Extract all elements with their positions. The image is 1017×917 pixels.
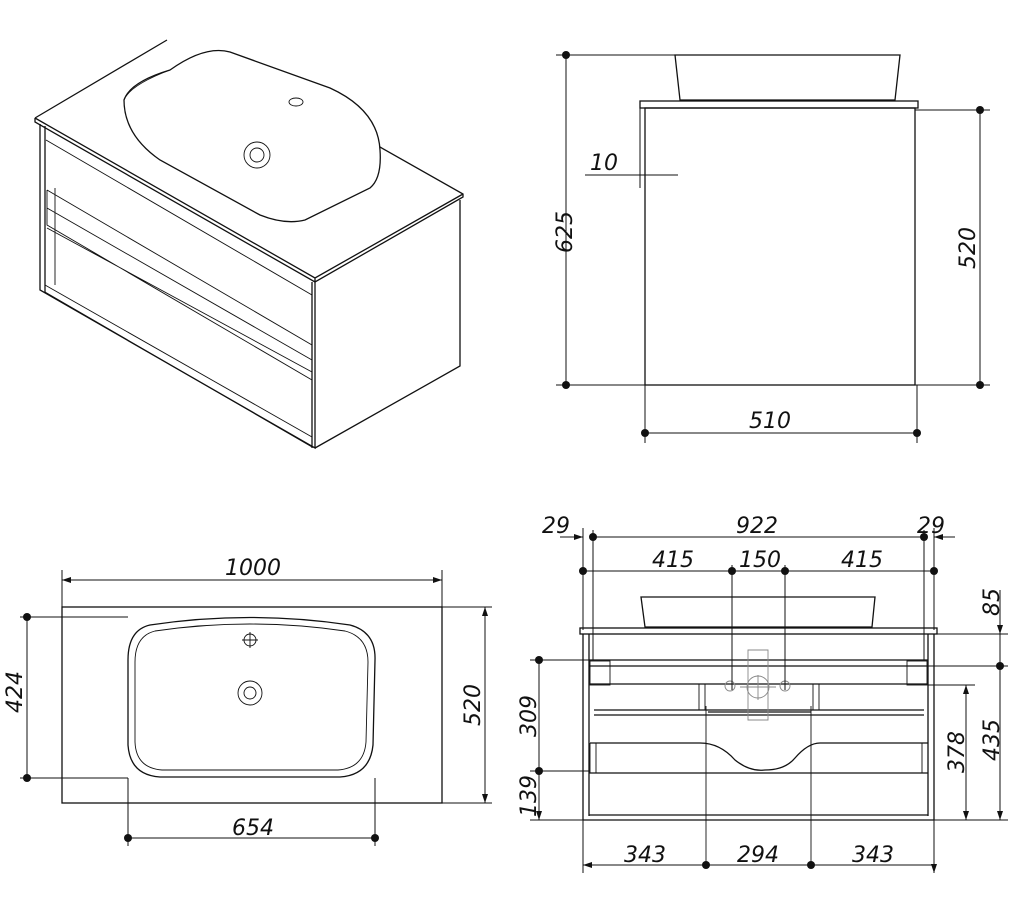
countertop-side bbox=[639, 100, 919, 109]
cabinet-body bbox=[39, 124, 461, 450]
drawer-lines bbox=[44, 139, 313, 448]
dim-basin-width: 654 bbox=[232, 816, 274, 841]
dim-top-depth: 520 bbox=[461, 684, 486, 726]
dim-mount-left: 415 bbox=[652, 548, 694, 573]
front-view: 29 922 29 415 150 415 85 435 378 309 139… bbox=[517, 514, 1008, 873]
dim-rail-to-bottom: 378 bbox=[945, 731, 970, 773]
dim-width: 1000 bbox=[225, 556, 281, 581]
drain-inner-icon bbox=[243, 686, 257, 700]
dim-mount-center: 150 bbox=[739, 548, 781, 573]
basin-top-outline bbox=[127, 616, 376, 778]
countertop-top bbox=[61, 606, 443, 804]
dim-mount-right: 415 bbox=[841, 548, 883, 573]
dim-cabinet-height: 520 bbox=[956, 227, 981, 269]
dim-lower-span: 139 bbox=[517, 775, 542, 817]
dim-mount-to-bottom: 435 bbox=[980, 719, 1005, 761]
dim-countertop-thickness: 10 bbox=[590, 151, 618, 176]
dim-upper-span: 309 bbox=[517, 695, 542, 737]
drain-outer-icon bbox=[243, 141, 271, 169]
countertop-front bbox=[579, 627, 938, 635]
dim-line-625 bbox=[556, 54, 675, 386]
tap-hole-icon bbox=[288, 97, 304, 107]
dim-bottom-left: 343 bbox=[624, 843, 666, 868]
top-view: 1000 424 520 654 bbox=[3, 556, 492, 846]
dim-inner-width: 922 bbox=[736, 514, 778, 539]
basin-inner-lip bbox=[123, 69, 171, 101]
dim-total-height: 625 bbox=[553, 211, 578, 253]
wall-bracket-icon bbox=[589, 660, 928, 686]
countertop-outline bbox=[34, 39, 464, 283]
dim-line-415-150-415 bbox=[583, 565, 934, 690]
drain-inner-icon bbox=[249, 147, 265, 163]
basin-side bbox=[674, 54, 901, 101]
dim-line-343-294-343 bbox=[583, 820, 934, 873]
cabinet-side bbox=[644, 107, 916, 386]
basin-outline bbox=[123, 49, 381, 223]
leader-10 bbox=[585, 101, 678, 188]
dim-bottom-right: 343 bbox=[852, 843, 894, 868]
dim-line-922 bbox=[582, 528, 935, 660]
dim-left-offset: 29 bbox=[542, 514, 570, 539]
dim-bottom-center: 294 bbox=[737, 843, 779, 868]
dim-basin-depth: 424 bbox=[3, 671, 28, 713]
drain-outer-icon bbox=[237, 680, 263, 706]
dim-top-to-mount: 85 bbox=[980, 588, 1005, 616]
siphon-icon bbox=[724, 649, 791, 721]
dim-line-424 bbox=[20, 616, 128, 779]
drawer-rails bbox=[589, 659, 928, 774]
basin-front bbox=[640, 596, 876, 628]
drawer-cutout bbox=[590, 742, 928, 771]
side-view: 10 625 520 510 bbox=[553, 51, 990, 443]
dim-right-offset: 29 bbox=[917, 514, 945, 539]
cabinet-frame bbox=[582, 634, 935, 821]
dim-depth: 510 bbox=[749, 409, 791, 434]
isometric-view bbox=[34, 39, 464, 450]
